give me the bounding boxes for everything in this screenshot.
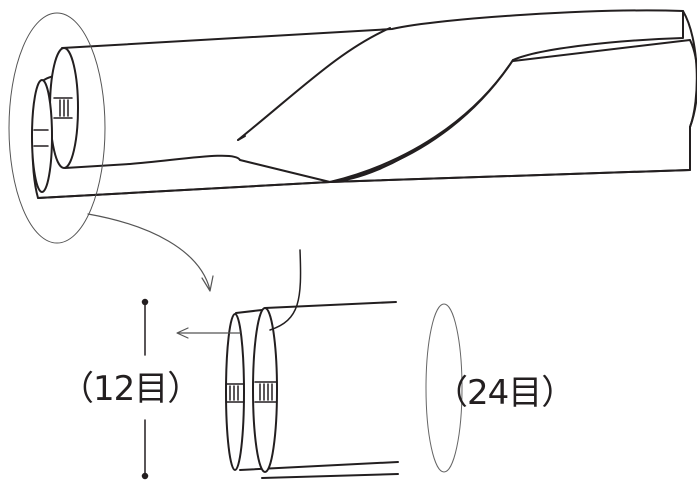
twist-crossing-line — [237, 27, 391, 141]
lower-crossing — [329, 59, 514, 183]
detail-tube-top — [264, 301, 397, 309]
detail-back-section — [225, 313, 245, 471]
circumference-oval — [425, 303, 463, 473]
twisted-cable — [31, 9, 697, 199]
detail-slit-front — [254, 381, 277, 403]
lower-strand-bottom — [37, 169, 691, 199]
pointer-arrow — [176, 327, 241, 339]
detail-front-section — [252, 307, 278, 473]
back-end-section — [31, 79, 53, 193]
slit-front — [53, 97, 73, 119]
dimension-line-12 — [141, 298, 149, 480]
detail-strand-line — [269, 249, 302, 331]
callout-arrow — [87, 213, 214, 292]
detail-tube-top-back — [235, 309, 263, 314]
detail-callout-ellipse — [8, 12, 106, 244]
twist-crossing-line-2 — [237, 135, 246, 141]
detail-slit-back — [225, 383, 245, 403]
detail-view — [225, 249, 399, 479]
stitch-count-12-label: （12目） — [60, 369, 201, 409]
stitch-count-24-label: （24目） — [434, 373, 575, 413]
slit-back — [33, 129, 49, 147]
detail-tube-bottom-back — [261, 473, 399, 479]
